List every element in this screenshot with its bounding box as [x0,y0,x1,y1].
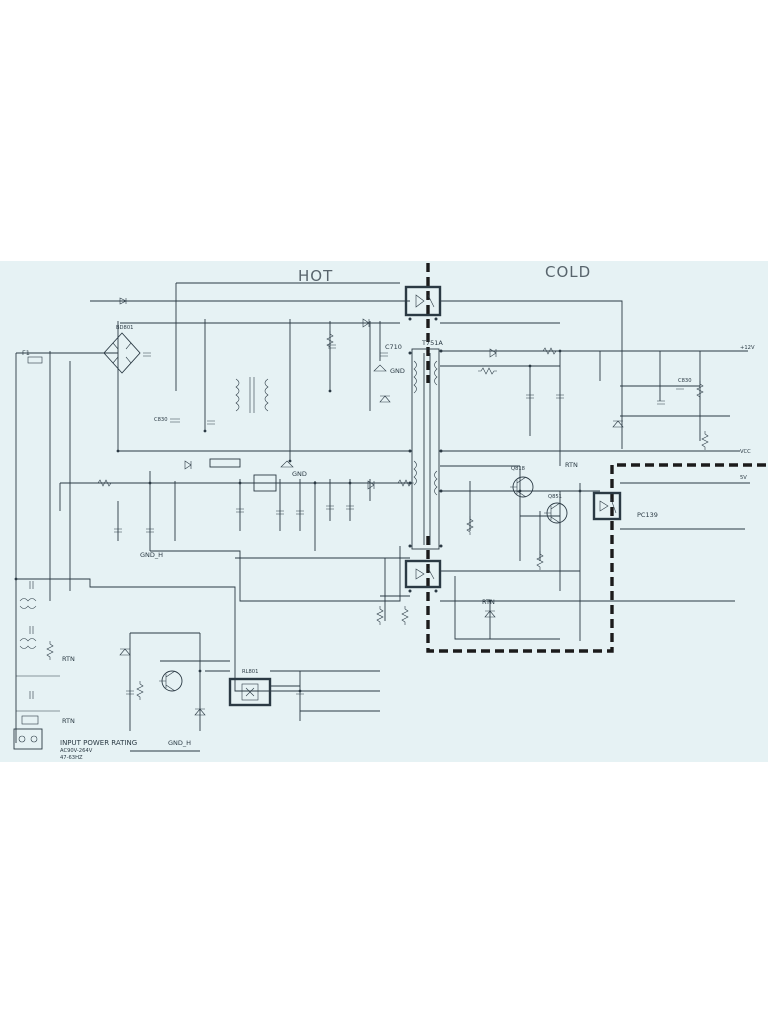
power-supply-schematic: HOT COLD BD801 [13,263,768,761]
input-rating-line1: AC90V-264V [60,748,93,754]
emi-filter [16,598,60,725]
fuse-ref: F1 [22,349,30,357]
rtn-label-3: RTN [62,655,75,663]
q851-ref: Q851 [548,494,562,500]
isolation-barrier [426,263,768,653]
bridge-ref: BD801 [116,325,133,331]
hot-zone-label: HOT [298,267,333,285]
input-rating-line2: 47-63HZ [60,755,83,761]
resistors [46,331,709,700]
input-rating-title: INPUT POWER RATING [60,739,137,747]
optocoupler-pc139: PC139 [592,491,658,521]
rtn-label: RTN [565,461,578,469]
q818-ref: Q818 [511,466,525,472]
gnd-label-2: GND [292,470,307,478]
aux-transformer [235,377,269,413]
c830b-ref: C830 [678,378,692,384]
c830-ref: C830 [154,417,168,423]
input-block: F1 INPUT POWER RATING AC90V-264V 47-63HZ [13,349,137,761]
ic-blocks [209,458,277,492]
optocoupler-top [404,285,442,321]
gnd-h-label: GND_H [140,551,163,559]
rtn-label-4: RTN [62,717,75,725]
main-wiring [15,282,750,752]
gnd-h-label-2: GND_H [168,739,191,747]
v5-label: 5V [740,475,747,481]
transformer-ref: T751A [421,339,443,347]
net-labels: GND GND GND_H GND_H RTN RTN RTN RTN +12V… [62,345,755,747]
optocoupler-bottom [404,559,442,593]
cold-zone-label: COLD [545,263,591,281]
pc139-ref: PC139 [637,511,658,519]
diodes [119,297,624,716]
v12-label: +12V [740,345,755,351]
rtn-label-2: RTN [482,598,495,606]
transformer-t751a: T751A [408,339,443,550]
junctions [14,349,582,693]
schematic-sheet: HOT COLD BD801 [0,261,768,762]
relay-ref: RL801 [242,669,258,675]
transistors: Q818 Q851 [159,466,568,692]
c710-ref: C710 [385,343,402,351]
bridge-rectifier: BD801 [103,325,141,374]
relay-rl801: RL801 [228,669,272,707]
gnd-label: GND [390,367,405,375]
capacitors: C710 C830 C830 [29,343,692,699]
vcc-label: VCC [740,449,751,455]
